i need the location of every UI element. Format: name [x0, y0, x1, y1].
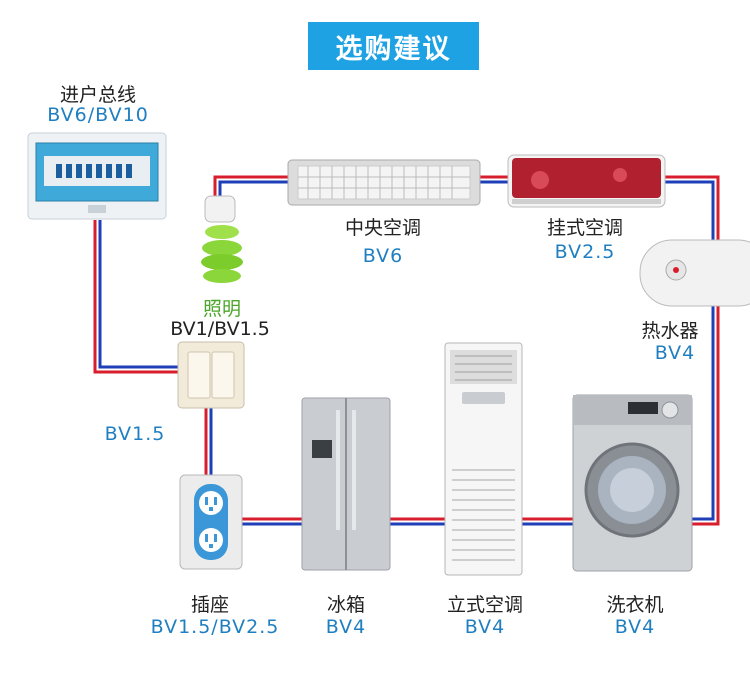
socket-spec: BV1.5/BV2.5: [150, 616, 280, 638]
wire-blue-right: [665, 180, 715, 521]
wall-ac-label: 挂式空调: [546, 217, 623, 239]
water-heater-icon: [639, 239, 750, 307]
switch-spec: BV1.5: [104, 423, 166, 445]
wire-red-panel-switch: [93, 220, 180, 374]
lighting-spec: BV1/BV1.5: [170, 318, 270, 340]
distribution-panel-icon: [27, 132, 167, 220]
water-heater-label: 热水器: [641, 320, 699, 342]
page-title: 选购建议: [308, 22, 479, 70]
washer-label: 洗衣机: [606, 594, 664, 616]
main-line-label: 进户总线: [59, 84, 136, 106]
wall-ac-spec: BV2.5: [554, 241, 616, 263]
fridge-label: 冰箱: [326, 594, 365, 616]
main-line-spec: BV6/BV10: [47, 104, 149, 126]
socket-label: 插座: [190, 594, 229, 616]
wall-socket-icon: [179, 474, 243, 570]
wire-blue-panel-switch: [98, 220, 180, 369]
central-ac-spec: BV6: [362, 245, 404, 267]
wire-red-right: [665, 175, 720, 526]
refrigerator-icon: [301, 397, 391, 571]
floor-ac-label: 立式空调: [446, 594, 523, 616]
light-bulb-icon: [201, 195, 243, 283]
washing-machine-icon: [572, 394, 693, 572]
central-ac-icon: [287, 159, 481, 206]
floor-ac-icon: [444, 342, 523, 576]
wall-switch-icon: [177, 341, 245, 409]
wall-ac-icon: [507, 154, 666, 208]
washer-spec: BV4: [614, 616, 656, 638]
central-ac-label: 中央空调: [344, 217, 421, 239]
floor-ac-spec: BV4: [464, 616, 506, 638]
lighting-label: 照明: [202, 298, 241, 320]
fridge-spec: BV4: [325, 616, 367, 638]
water-heater-spec: BV4: [654, 342, 696, 364]
